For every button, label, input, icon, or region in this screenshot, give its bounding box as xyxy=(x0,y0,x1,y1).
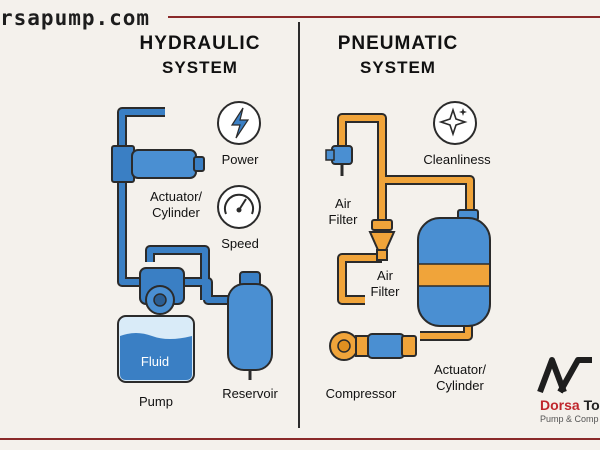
pneumatic-title-line1: PNEUMATIC xyxy=(337,33,459,54)
label-hydraulic-actuator-line2: Cylinder xyxy=(152,205,200,220)
label-pneumatic-actuator-line1: Actuator/ xyxy=(433,362,487,377)
pneumatic-title-line2: SYSTEM xyxy=(360,58,436,77)
label-air-filter-mid-line2: Filter xyxy=(370,284,400,299)
label-reservoir: Reservoir xyxy=(222,386,278,401)
hydraulic-title: HYDRAULIC SYSTEM xyxy=(120,32,280,80)
label-pump: Pump xyxy=(139,394,173,409)
label-pneumatic-actuator: Actuator/ Cylinder xyxy=(420,362,500,394)
header-rule xyxy=(168,16,600,18)
label-pneumatic-actuator-line2: Cylinder xyxy=(436,378,484,393)
label-air-filter-mid-line1: Air xyxy=(377,268,393,283)
brand-name-part1: Dorsa xyxy=(540,397,580,413)
sparkles-icon xyxy=(433,101,477,145)
brand-logo-icon xyxy=(537,357,592,394)
hydraulic-title-line1: HYDRAULIC xyxy=(139,33,261,54)
label-air-filter-mid: Air Filter xyxy=(362,268,408,300)
hydraulic-reservoir xyxy=(227,271,273,380)
lightning-icon xyxy=(217,101,261,145)
hydraulic-title-line2: SYSTEM xyxy=(162,58,238,77)
pneumatic-air-filter-mid xyxy=(368,219,396,261)
hydraulic-pump-tank xyxy=(117,267,195,383)
hydraulic-actuator xyxy=(111,145,205,183)
label-hydraulic-actuator-line1: Actuator/ xyxy=(149,189,203,204)
center-divider xyxy=(298,22,300,428)
site-url: rsapump.com xyxy=(0,6,151,30)
pneumatic-compressor xyxy=(329,331,417,361)
label-power: Power xyxy=(221,152,259,167)
label-fluid: Fluid xyxy=(140,354,170,369)
pneumatic-air-tank xyxy=(417,209,491,327)
pneumatic-piping-fill xyxy=(339,115,473,339)
pneumatic-air-filter-top xyxy=(325,145,353,176)
label-cleanliness: Cleanliness xyxy=(423,152,491,167)
brand-subtitle: Pump & Comp xyxy=(540,414,599,424)
label-air-filter-top-line1: Air xyxy=(335,196,351,211)
label-hydraulic-actuator: Actuator/ Cylinder xyxy=(136,189,216,221)
label-speed: Speed xyxy=(221,236,259,251)
speedometer-icon xyxy=(217,185,261,229)
hydraulic-piping-fill xyxy=(119,109,228,303)
label-air-filter-top: Air Filter xyxy=(318,196,368,228)
label-compressor: Compressor xyxy=(325,386,397,401)
brand-name-part2: To xyxy=(583,397,600,413)
pneumatic-title: PNEUMATIC SYSTEM xyxy=(318,32,478,80)
brand-name: Dorsa To xyxy=(540,397,600,413)
footer-rule xyxy=(0,438,600,440)
label-air-filter-top-line2: Filter xyxy=(328,212,358,227)
